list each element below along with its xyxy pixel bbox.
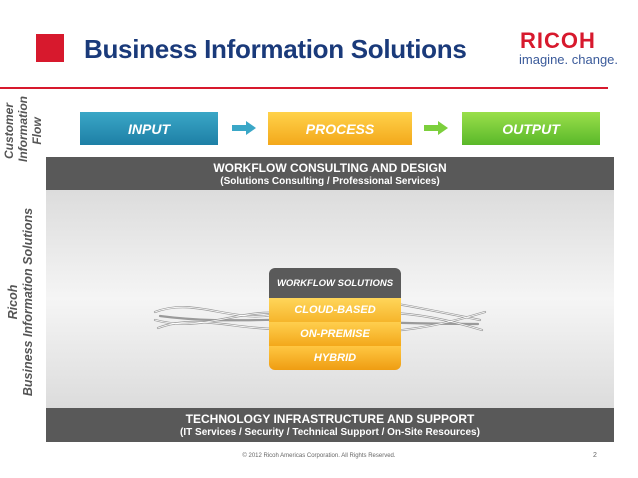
page-number: 2 bbox=[593, 452, 597, 459]
workflow-consulting-title: WORKFLOW CONSULTING AND DESIGN bbox=[213, 161, 447, 175]
input-box: INPUT bbox=[80, 112, 218, 145]
ricoh-solutions-line2: Business Information Solutions bbox=[21, 207, 35, 397]
ricoh-solutions-line1: Ricoh bbox=[6, 284, 20, 320]
arrow-right-icon bbox=[232, 121, 256, 135]
workflow-solutions-stack: WORKFLOW SOLUTIONS CLOUD-BASED ON-PREMIS… bbox=[269, 268, 401, 370]
customer-flow-line3: Flow bbox=[30, 117, 44, 145]
hybrid-row: HYBRID bbox=[269, 346, 401, 370]
copyright-text: © 2012 Ricoh Americas Corporation. All R… bbox=[242, 453, 396, 459]
arrow-right-icon bbox=[424, 121, 448, 135]
customer-flow-line2: Information bbox=[16, 96, 30, 162]
technology-infrastructure-title: TECHNOLOGY INFRASTRUCTURE AND SUPPORT bbox=[185, 412, 475, 426]
cloud-based-row: CLOUD-BASED bbox=[269, 298, 401, 322]
page-title: Business Information Solutions bbox=[84, 34, 467, 64]
brand-logo: RICOH bbox=[520, 28, 596, 53]
logo-square-icon bbox=[36, 34, 64, 62]
customer-flow-label: Customer Information Flow bbox=[2, 96, 44, 162]
ricoh-solutions-label: Ricoh Business Information Solutions bbox=[6, 204, 36, 400]
workflow-solutions-header: WORKFLOW SOLUTIONS bbox=[269, 268, 401, 298]
brand-tagline: imagine. change. bbox=[519, 52, 619, 67]
customer-flow-line1: Customer bbox=[2, 103, 16, 160]
technology-infrastructure-sub: (IT Services / Security / Technical Supp… bbox=[180, 427, 480, 438]
workflow-consulting-sub: (Solutions Consulting / Professional Ser… bbox=[220, 176, 440, 187]
on-premise-row: ON-PREMISE bbox=[269, 322, 401, 346]
technology-infrastructure-band: TECHNOLOGY INFRASTRUCTURE AND SUPPORT (I… bbox=[46, 408, 614, 442]
workflow-consulting-band: WORKFLOW CONSULTING AND DESIGN (Solution… bbox=[46, 157, 614, 190]
header-divider bbox=[0, 87, 608, 89]
process-box: PROCESS bbox=[268, 112, 412, 145]
output-box: OUTPUT bbox=[462, 112, 600, 145]
